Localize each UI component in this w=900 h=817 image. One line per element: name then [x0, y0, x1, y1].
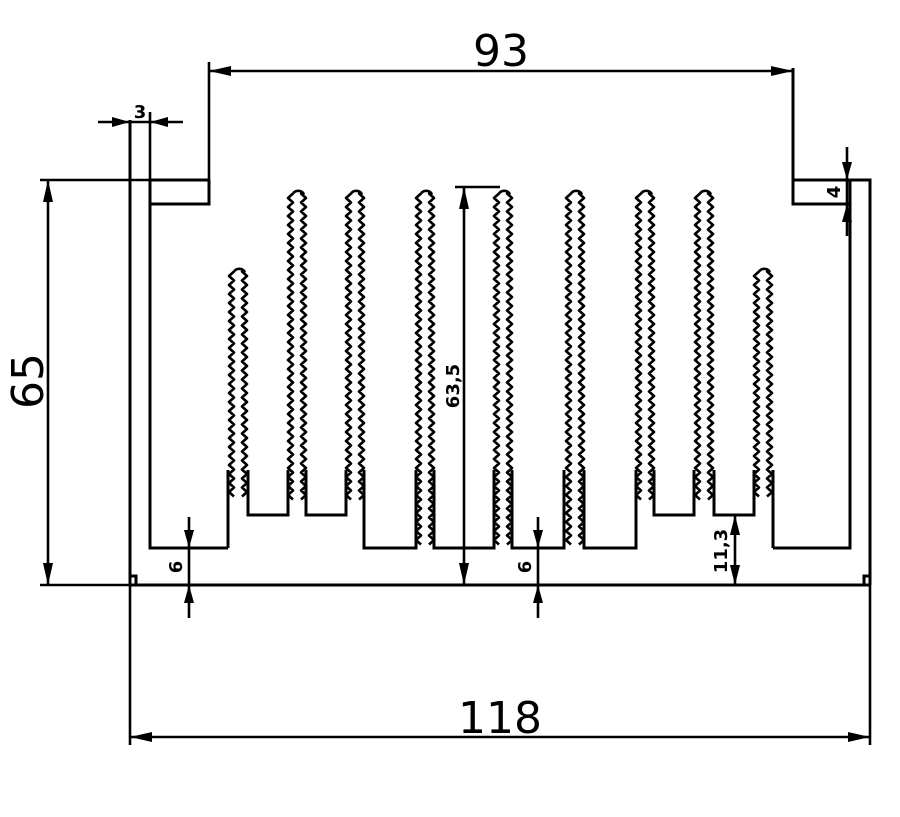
left-notch [130, 574, 138, 585]
dimension-93: 93 [207, 26, 793, 180]
right-wall-outline [850, 178, 872, 585]
dim-label-4: 4 [824, 186, 845, 199]
dim-label-93: 93 [473, 26, 529, 77]
right-notch [862, 574, 870, 585]
dimension-6-left: 6 [166, 517, 194, 618]
dim-label-63-5: 63,5 [443, 364, 464, 408]
fin-8 [693, 189, 715, 501]
dimension-11-3: 11,3 [711, 513, 754, 585]
dimension-63-5: 63,5 [443, 185, 500, 585]
fin-5 [492, 189, 514, 546]
left-lip-outline [150, 180, 211, 206]
dim-label-6-left: 6 [166, 561, 187, 574]
fin-7 [634, 189, 656, 501]
fin-9 [752, 267, 774, 498]
dimension-65: 65 [3, 178, 150, 587]
dim-label-118: 118 [458, 693, 542, 744]
base-seg-4 [362, 470, 418, 550]
dim-label-6-right: 6 [515, 561, 536, 574]
base-seg-2 [246, 470, 290, 517]
fin-1 [227, 267, 249, 498]
fin-6 [564, 189, 586, 546]
fin-4 [414, 189, 436, 546]
left-wall-outline [148, 178, 228, 550]
dim-label-11-3: 11,3 [711, 529, 732, 573]
base-seg-7 [582, 470, 638, 550]
dimension-3: 3 [98, 102, 183, 180]
right-wall-inner [773, 204, 852, 550]
fin-3 [344, 189, 366, 501]
dim-label-3: 3 [134, 102, 147, 123]
base-seg-8 [652, 470, 696, 517]
base-seg-9 [712, 470, 756, 517]
dimension-6-right: 6 [515, 517, 543, 618]
base-seg-3 [304, 470, 348, 517]
right-lip-outline [791, 68, 852, 206]
dimension-4: 4 [824, 147, 852, 236]
fin-2 [286, 189, 308, 501]
fins [227, 189, 774, 546]
dim-label-65: 65 [3, 353, 54, 409]
dimension-118: 118 [128, 585, 872, 745]
